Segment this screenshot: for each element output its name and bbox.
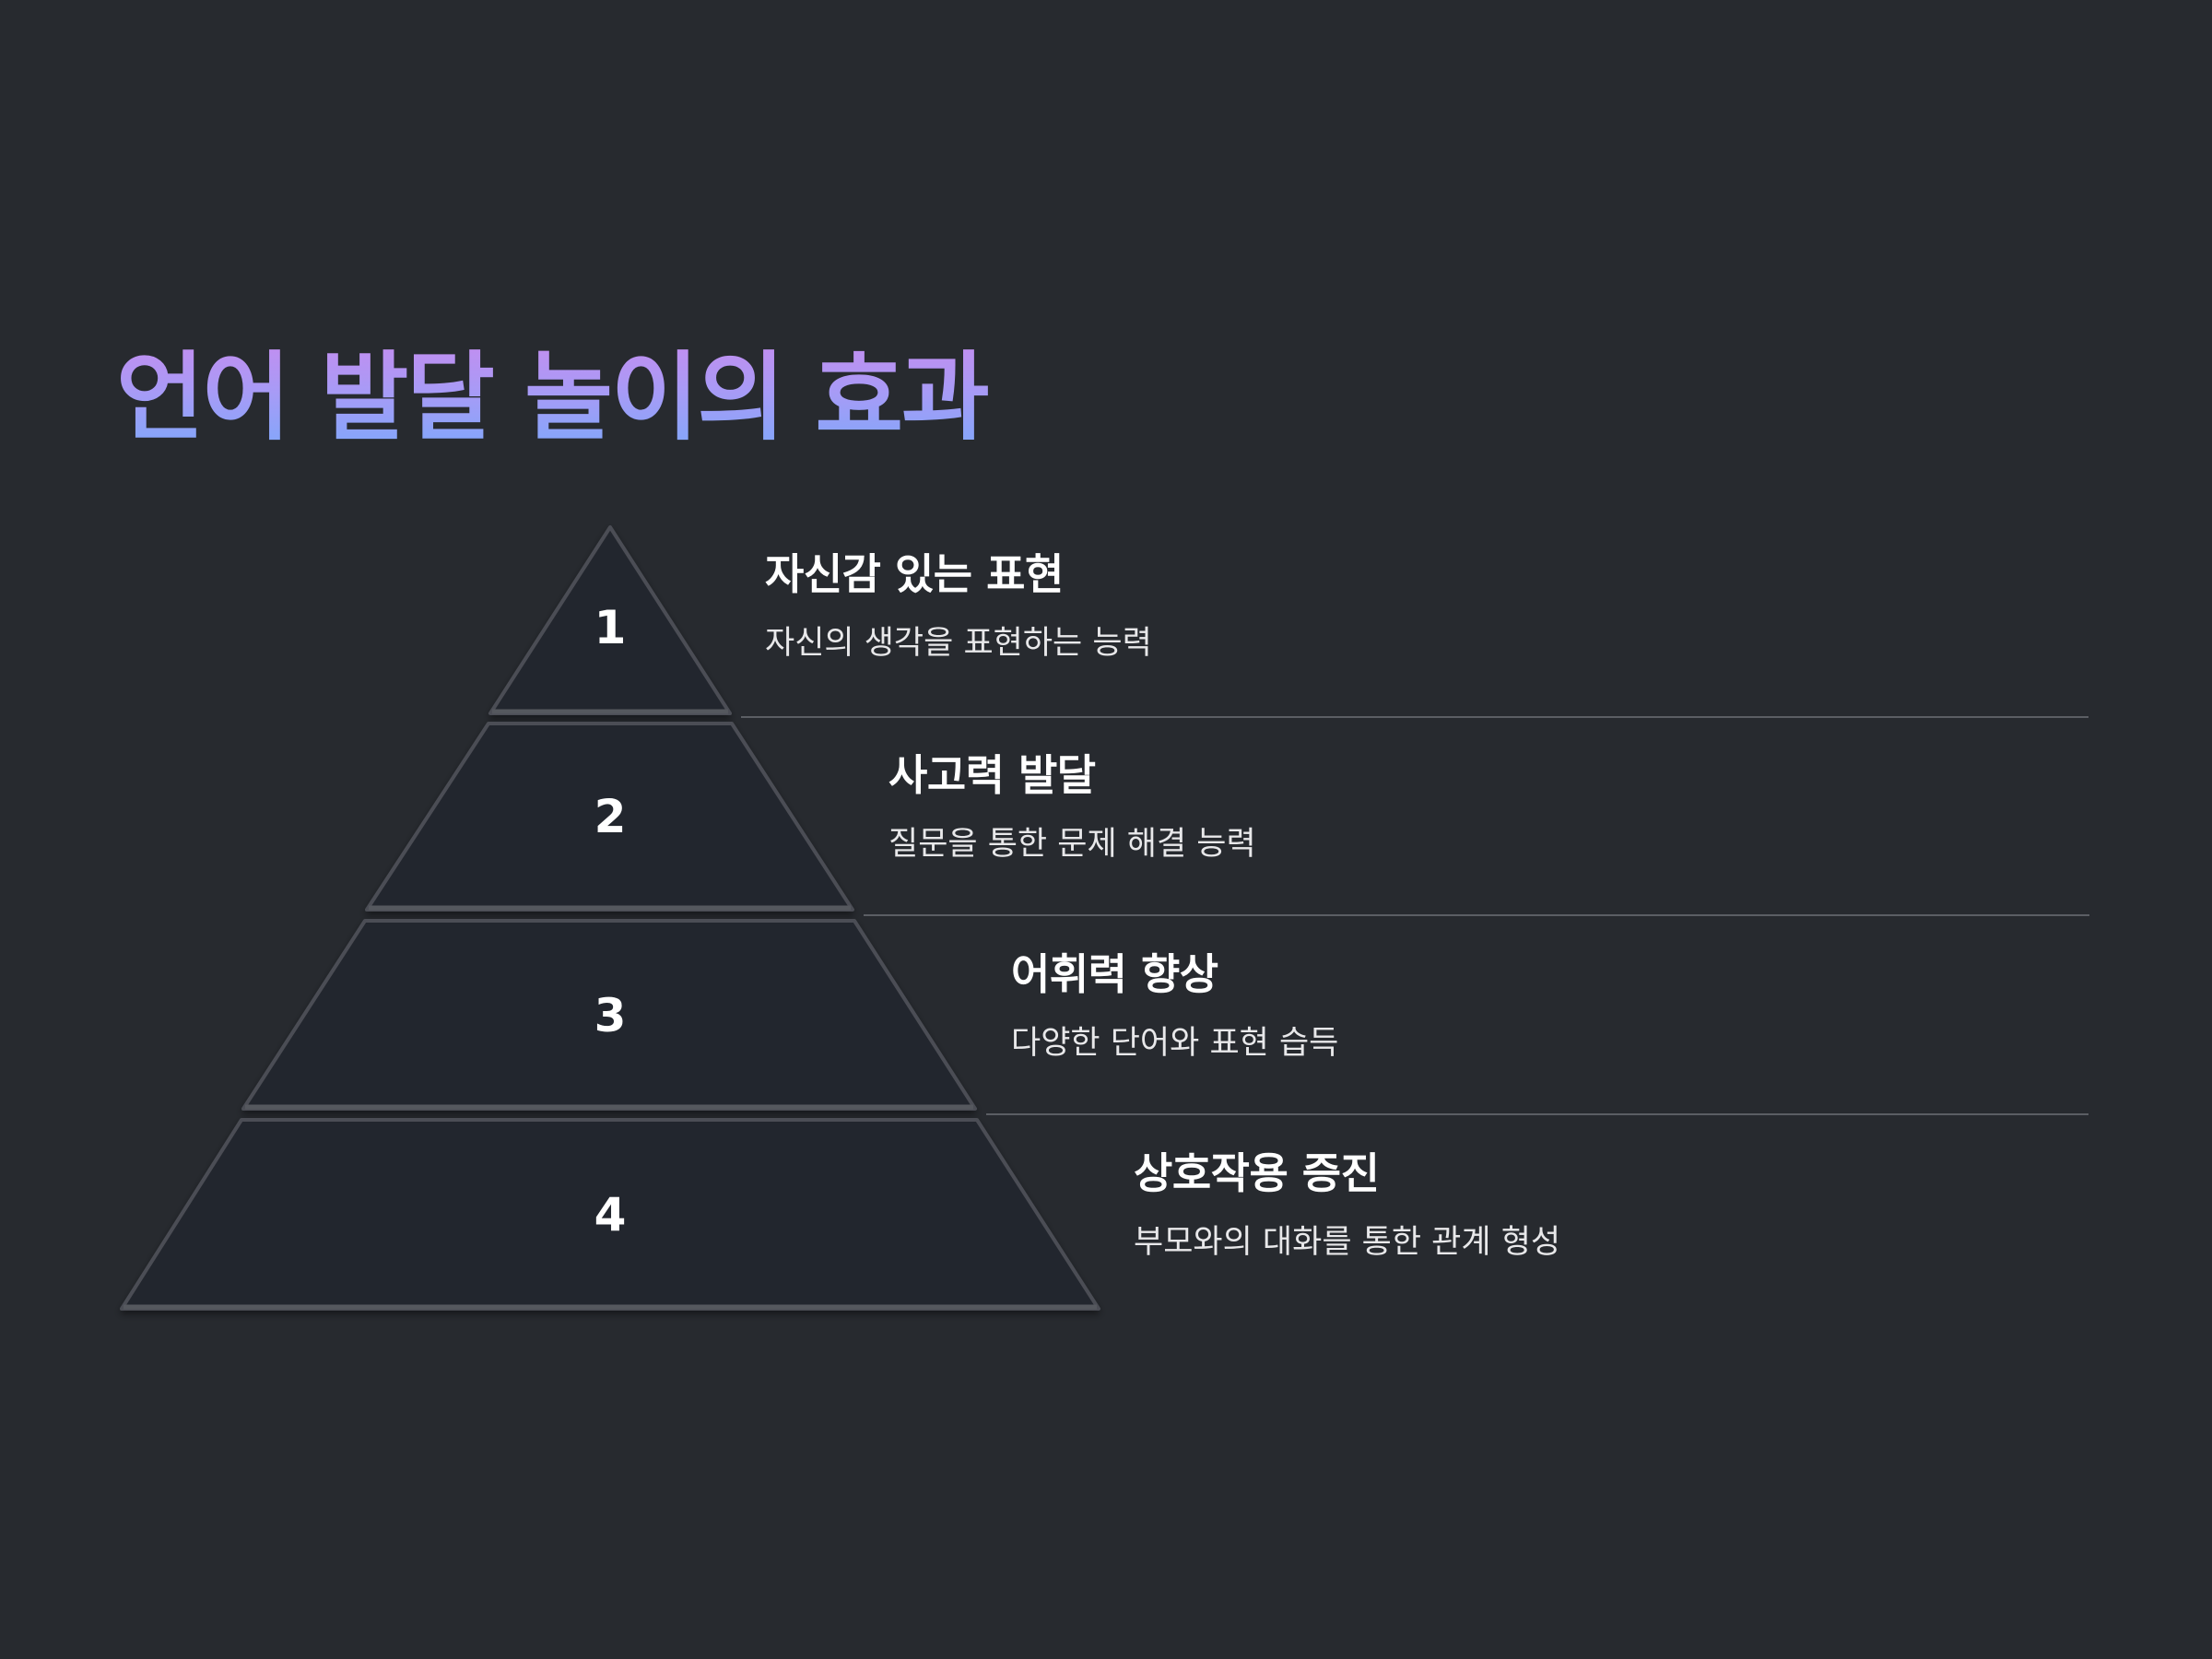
tier-label-1: 자신감 있는 표현 자신의 생각을 표현하는 능력 (765, 549, 1152, 663)
tier-number-3: 3 (594, 989, 627, 1042)
tier-number-4: 4 (594, 1188, 627, 1241)
tier-description-1: 자신의 생각을 표현하는 능력 (765, 625, 1152, 663)
tier-heading-3: 어휘력 향상 (1011, 949, 1218, 999)
tier-label-2: 사고력 발달 질문을 통한 문제 해결 능력 (888, 750, 1256, 864)
tier-divider-3 (986, 1113, 2088, 1115)
tier-number-2: 2 (594, 790, 627, 843)
pyramid-tier-4 (120, 1118, 1100, 1311)
tier-label-4: 상호작용 증진 부모와의 대화를 통한 관계 형성 (1134, 1148, 1560, 1262)
pyramid-tier-3 (241, 919, 977, 1111)
tier-description-3: 다양한 단어와 표현 습득 (1011, 1025, 1339, 1063)
pyramid-tier-2 (365, 722, 854, 912)
tier-label-3: 어휘력 향상 다양한 단어와 표현 습득 (1011, 949, 1338, 1063)
tier-divider-2 (864, 914, 2089, 916)
tier-divider-1 (741, 716, 2088, 718)
tier-description-2: 질문을 통한 문제 해결 능력 (888, 826, 1256, 864)
tier-number-1: 1 (594, 601, 627, 654)
slide-title: 언어 발달 놀이의 효과 (116, 341, 990, 453)
tier-description-4: 부모와의 대화를 통한 관계 형성 (1134, 1224, 1561, 1262)
tier-heading-4: 상호작용 증진 (1134, 1148, 1380, 1198)
tier-heading-2: 사고력 발달 (888, 750, 1096, 800)
tier-heading-1: 자신감 있는 표현 (765, 549, 1064, 599)
